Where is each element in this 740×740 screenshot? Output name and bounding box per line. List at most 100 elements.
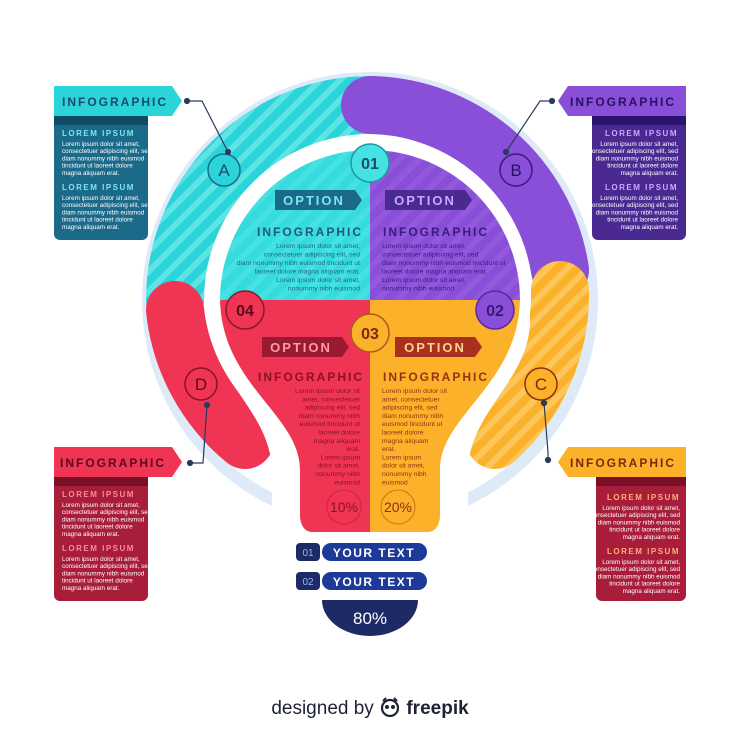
- option-tag-04: OPTION: [262, 337, 349, 357]
- percent-right-badge: 20%: [380, 489, 416, 525]
- body-line: magna aliquam erat.: [62, 224, 120, 231]
- body-line: Lorem ipsum dolor sit amet,: [62, 195, 140, 202]
- body-line: nonummy nibh: [382, 471, 427, 478]
- body-line: laoreet dolore magna aliquam erat.: [255, 269, 361, 276]
- bar-01-number: 01: [302, 548, 314, 559]
- body-line: diam nonummy nibh euismod tincidunt ut: [382, 260, 506, 267]
- body-line: diam nonummy nibh euismod: [596, 155, 679, 162]
- body-line: tincidunt ut laoreet dolore: [62, 578, 133, 585]
- body-line: Lorem ipsum dolor sit amet,: [602, 505, 680, 512]
- q2-body-text: Lorem ipsum dolor sit amet,consectetuer …: [382, 243, 506, 293]
- text-bar-02: 02 YOUR TEXT: [296, 572, 427, 590]
- body-line: diam nonummy nibh euismod: [596, 209, 679, 216]
- label-d-title: INFOGRAPHIC: [60, 456, 166, 470]
- body-line: erat.: [346, 446, 360, 453]
- body-line: consectetuer adipiscing elit, sed: [264, 252, 361, 259]
- q1-title: INFOGRAPHIC: [257, 225, 363, 239]
- body-line: consectetuer adipiscing elit, sed: [591, 512, 681, 519]
- body-line: consectetuer adipiscing elit, sed: [62, 202, 152, 209]
- body-line: diam nonummy nibh euismod: [62, 209, 145, 216]
- card-d-body2: Lorem ipsum dolor sit amet,consectetuer …: [62, 556, 152, 592]
- number-01-badge: 01: [350, 143, 390, 183]
- q3-title: INFOGRAPHIC: [383, 370, 489, 384]
- card-c-heading1: LOREM IPSUM: [607, 493, 680, 502]
- body-line: adipiscing elit, sed: [382, 405, 438, 412]
- body-line: laoreet dolore magna aliquam erat.: [382, 269, 488, 276]
- card-d-heading2: LOREM IPSUM: [62, 544, 135, 553]
- card-a-heading1: LOREM IPSUM: [62, 129, 135, 138]
- card-b-body1: Lorem ipsum dolor sit amet,consectetuer …: [589, 141, 679, 177]
- bar-02-number: 02: [302, 577, 314, 588]
- label-b-title: INFOGRAPHIC: [570, 95, 676, 109]
- body-line: nonummy nibh: [315, 471, 360, 478]
- body-line: tincidunt ut laoreet dolore: [62, 217, 133, 224]
- card-b-heading1: LOREM IPSUM: [605, 129, 678, 138]
- body-line: Lorem ipsum dolor sit amet,: [602, 559, 680, 566]
- body-line: Lorem ipsum dolor sit amet,: [62, 556, 140, 563]
- percent-right: 20%: [384, 499, 412, 515]
- body-line: amet, consectetuer: [302, 396, 361, 403]
- body-line: consectetuer adipiscing elit, sed: [591, 566, 681, 573]
- card-b-body2: Lorem ipsum dolor sit amet,consectetuer …: [589, 195, 679, 231]
- body-line: dolor sit amet,: [317, 463, 360, 470]
- body-line: erat.: [382, 446, 396, 453]
- card-d: INFOGRAPHIC LOREM IPSUM Lorem ipsum dolo…: [54, 447, 182, 601]
- letter-b: B: [510, 161, 521, 180]
- body-line: magna aliquam erat.: [62, 531, 120, 538]
- number-04-badge: 04: [225, 290, 265, 330]
- card-a-body2: Lorem ipsum dolor sit amet,consectetuer …: [62, 195, 152, 231]
- body-line: Lorem ipsum dolor sit amet,: [382, 243, 466, 250]
- q4-title: INFOGRAPHIC: [258, 370, 364, 384]
- percent-left-badge: 10%: [326, 489, 362, 525]
- bulb-base: 80%: [322, 600, 418, 636]
- number-03-badge: 03: [350, 313, 390, 353]
- body-line: tincidunt ut laoreet dolore: [609, 581, 680, 588]
- option-label-02: OPTION: [394, 193, 456, 208]
- option-tag-03: OPTION: [395, 337, 482, 357]
- body-line: consectetuer adipiscing elit, sed: [62, 148, 152, 155]
- q2-title: INFOGRAPHIC: [383, 225, 489, 239]
- percent-left: 10%: [330, 499, 358, 515]
- freepik-logo-icon: [379, 697, 401, 723]
- number-04: 04: [236, 303, 254, 320]
- percent-base: 80%: [353, 609, 387, 628]
- body-line: euismod: [334, 479, 360, 486]
- number-03: 03: [361, 326, 379, 343]
- body-line: Lorem ipsum dolor sit amet,: [276, 243, 360, 250]
- body-line: laoreet dolore: [382, 430, 424, 437]
- body-line: magna aliquam erat.: [621, 170, 679, 177]
- body-line: magna aliquam: [314, 438, 361, 445]
- bar-01-text: YOUR TEXT: [333, 546, 415, 560]
- body-line: diam nonummy nibh euismod tincidunt ut: [236, 260, 360, 267]
- body-line: euismod tincidunt ut: [382, 421, 443, 428]
- card-d-body1: Lorem ipsum dolor sit amet,consectetuer …: [62, 502, 152, 538]
- body-line: Lorem ipsum dolor sit amet,: [600, 195, 678, 202]
- card-c: INFOGRAPHIC LOREM IPSUM Lorem ipsum dolo…: [558, 447, 686, 601]
- text-bar-01: 01 YOUR TEXT: [296, 543, 427, 561]
- body-line: diam nonummy nibh euismod: [62, 516, 145, 523]
- body-line: tincidunt ut laoreet dolore: [609, 527, 680, 534]
- body-line: magna aliquam erat.: [623, 534, 681, 541]
- body-line: magna aliquam: [382, 438, 429, 445]
- letter-d-badge: D: [184, 367, 218, 401]
- body-line: Lorem ipsum dolor sit amet,: [276, 277, 360, 284]
- body-line: amet, consectetuer: [382, 396, 441, 403]
- q1-body-text: Lorem ipsum dolor sit amet, consectetuer …: [236, 243, 360, 293]
- label-c-title: INFOGRAPHIC: [570, 456, 676, 470]
- quadrant-03: [370, 300, 520, 532]
- body-line: nonummy nibh euismod: [382, 286, 454, 293]
- body-line: consectetuer adipiscing elit, sed: [62, 563, 152, 570]
- body-line: nonummy nibh euismod: [288, 286, 360, 293]
- number-02: 02: [486, 303, 504, 320]
- body-line: consectetuer adipiscing elit, sed: [62, 509, 152, 516]
- body-line: adipiscing elit, sed: [304, 405, 360, 412]
- number-01: 01: [361, 156, 379, 173]
- card-c-heading2: LOREM IPSUM: [607, 547, 680, 556]
- option-label-01: OPTION: [283, 193, 345, 208]
- body-line: diam nonummy nibh euismod: [598, 573, 681, 580]
- body-line: magna aliquam erat.: [623, 588, 681, 595]
- letter-b-badge: B: [499, 153, 533, 187]
- credit-line: designed by freepik: [0, 697, 740, 723]
- quadrant-02: [370, 150, 520, 300]
